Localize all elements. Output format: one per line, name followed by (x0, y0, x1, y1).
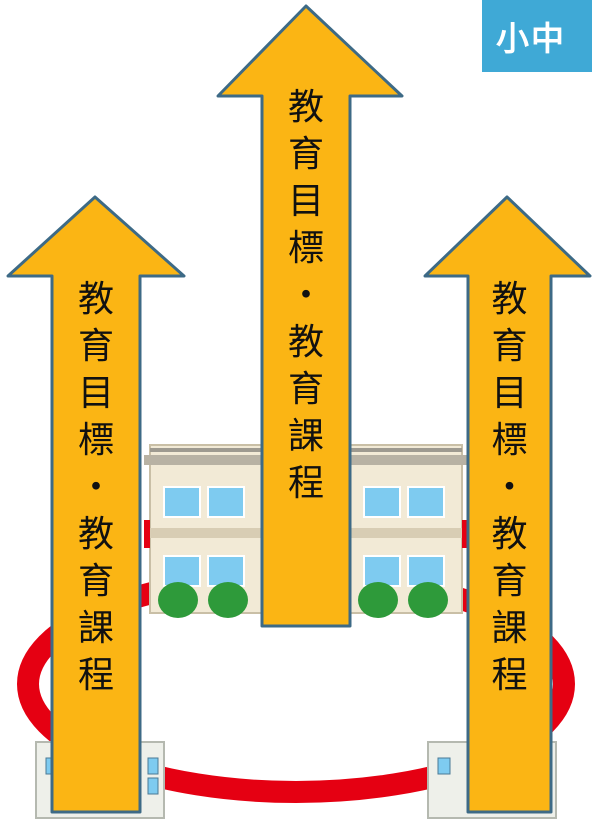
arrow-char: ・ (491, 467, 528, 508)
arrow-char: 教 (287, 87, 324, 128)
arrow-char: 標 (287, 228, 324, 269)
center-arrow (216, 4, 404, 628)
center-arrow-label: 教 育 目 標 ・ 教 育 課 程 (262, 84, 350, 507)
arrow-char: 程 (77, 655, 114, 696)
arrow-char: ・ (287, 275, 324, 316)
arrow-char: 育 (287, 369, 324, 410)
arrow-char: 教 (77, 279, 114, 320)
left-arrow-label: 教 育 目 標 ・ 教 育 課 程 (52, 276, 140, 699)
arrow-char: 程 (491, 655, 528, 696)
arrow-char: 教 (491, 514, 528, 555)
arrow-char: 育 (77, 326, 114, 367)
right-arrow-label: 教 育 目 標 ・ 教 育 課 程 (468, 276, 551, 699)
arrow-char: 目 (287, 181, 324, 222)
arrow-char: 育 (77, 561, 114, 602)
arrow-char: 程 (287, 463, 324, 504)
arrow-char: 教 (77, 514, 114, 555)
left-arrow (6, 195, 186, 814)
arrow-char: 標 (491, 420, 528, 461)
arrow-char: ・ (77, 467, 114, 508)
arrow-char: 育 (287, 134, 324, 175)
school-level-badge: 小中 (482, 0, 592, 72)
right-arrow (423, 195, 592, 814)
arrow-char: 課 (287, 416, 324, 457)
arrow-char: 標 (77, 420, 114, 461)
arrow-char: 教 (491, 279, 528, 320)
arrow-char: 教 (287, 322, 324, 363)
arrow-char: 育 (491, 561, 528, 602)
arrow-char: 課 (77, 608, 114, 649)
arrow-char: 目 (77, 373, 114, 414)
arrow-char: 育 (491, 326, 528, 367)
arrow-char: 目 (491, 373, 528, 414)
arrow-char: 課 (491, 608, 528, 649)
